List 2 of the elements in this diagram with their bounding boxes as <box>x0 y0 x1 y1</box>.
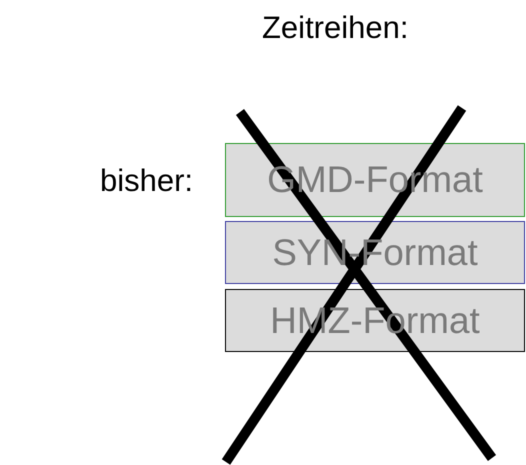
label: bisher: <box>100 163 194 199</box>
title: Zeitreihen: <box>262 10 408 46</box>
